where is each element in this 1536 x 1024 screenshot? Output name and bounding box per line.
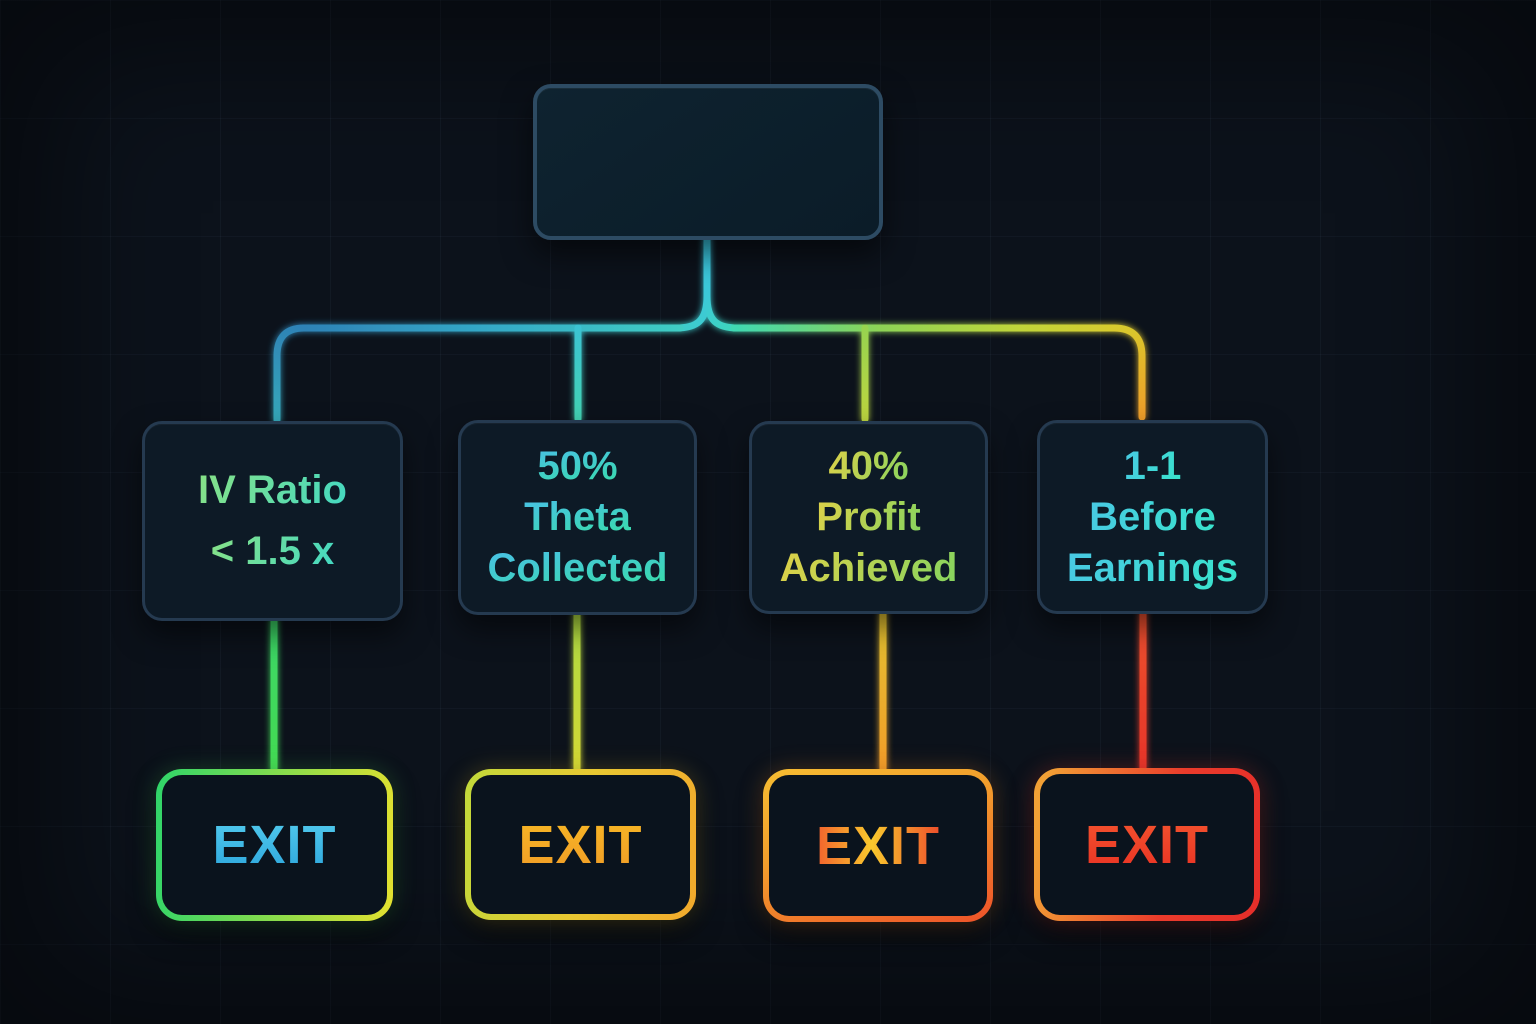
exit-node-4: EXIT: [1034, 768, 1260, 921]
exit-label: EXIT: [815, 815, 941, 876]
exit-node-2-body: EXIT: [471, 775, 690, 914]
connector-fork-left: [672, 292, 711, 332]
condition-text-line: Profit: [816, 492, 920, 543]
condition-text-line: Theta: [524, 492, 631, 543]
condition-node-iv-ratio: IV Ratio < 1.5 x: [142, 421, 403, 621]
exit-label: EXIT: [518, 814, 643, 875]
exit-node-1-body: EXIT: [162, 775, 387, 915]
condition-node-before-earnings: 1-1 Before Earnings: [1037, 420, 1268, 614]
condition-text-line: Before: [1089, 492, 1216, 543]
condition-text-line: Earnings: [1067, 543, 1238, 594]
condition-text-line: Collected: [487, 543, 667, 594]
exit-node-3: EXIT: [763, 769, 993, 922]
exit-label: EXIT: [212, 815, 337, 875]
exit-node-1: EXIT: [156, 769, 393, 921]
exit-node-2: EXIT: [465, 769, 696, 920]
condition-text-line: Achieved: [780, 543, 958, 594]
connector-fork-right: [703, 292, 742, 332]
root-node: [533, 84, 883, 240]
exit-node-3-body: EXIT: [769, 775, 987, 916]
condition-node-profit-achieved: 40% Profit Achieved: [749, 421, 988, 614]
exit-node-4-body: EXIT: [1040, 774, 1254, 915]
condition-node-theta-collected: 50% Theta Collected: [458, 420, 697, 615]
condition-text-line: IV Ratio: [198, 460, 347, 521]
condition-text-line: < 1.5 x: [211, 521, 334, 582]
condition-text-line: 40%: [828, 441, 908, 492]
condition-text-line: 1-1: [1124, 441, 1182, 492]
connector-drop-earnings: [1110, 324, 1146, 421]
condition-text-line: 50%: [537, 441, 617, 492]
connector-drop-iv-ratio: [273, 324, 308, 424]
exit-label: EXIT: [1084, 814, 1210, 875]
